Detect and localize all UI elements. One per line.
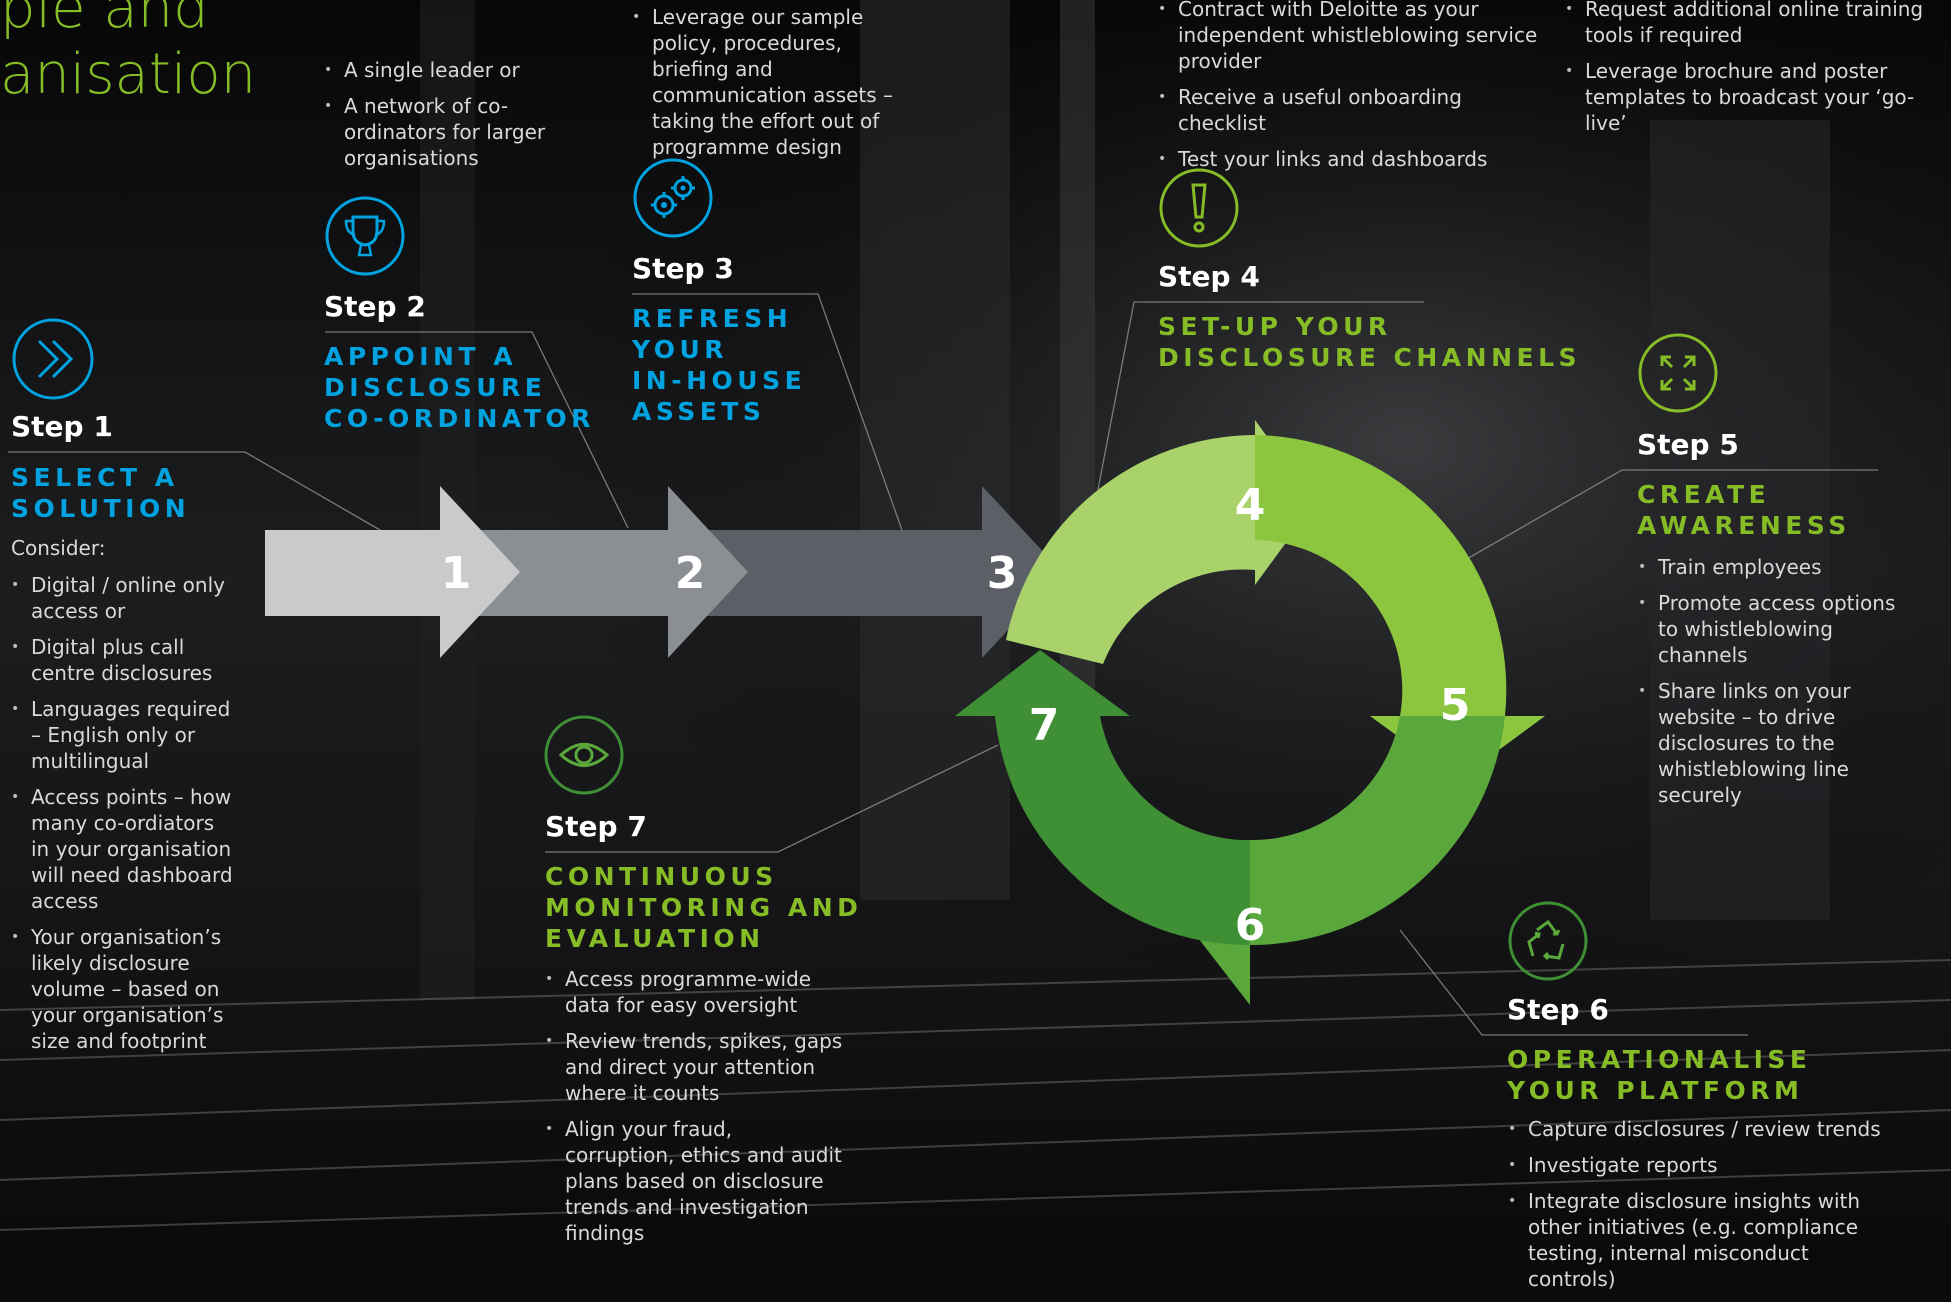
step4-bullets: Contract with Deloitte as your independe… (1158, 0, 1548, 182)
step1-label: Step 1 (11, 410, 113, 443)
step3-heading-line: YOUR (632, 335, 729, 364)
step3-heading-line: IN-HOUSE (632, 366, 807, 395)
page-title: ple and anisation (0, 0, 256, 108)
step1-heading-line: SOLUTION (11, 494, 191, 523)
page-title-line2: anisation (0, 42, 257, 107)
step5-bullets: Train employees Promote access options t… (1638, 554, 1908, 818)
list-item: Leverage brochure and poster templates t… (1565, 58, 1935, 136)
step1-heading: SELECT A SOLUTION (11, 462, 190, 524)
list-item: Request additional online training tools… (1565, 0, 1935, 48)
step1-intro: Consider: (11, 536, 106, 560)
list-item: Test your links and dashboards (1158, 146, 1548, 172)
list-item: Languages required – English only or mul… (11, 696, 236, 774)
step5-label: Step 5 (1637, 428, 1739, 461)
step2-heading-line: CO-ORDINATOR (324, 404, 595, 433)
list-item: Promote access options to whistleblowing… (1638, 590, 1908, 668)
step2-heading: APPOINT A DISCLOSURE CO-ORDINATOR (324, 341, 595, 434)
step4-label: Step 4 (1158, 260, 1260, 293)
double-chevron-icon (12, 318, 94, 400)
step3-bullets: Leverage our sample policy, procedures, … (632, 4, 912, 170)
list-item: Integrate disclosure insights with other… (1508, 1188, 1898, 1292)
step7-heading-line: MONITORING AND (545, 893, 863, 922)
list-item: Contract with Deloitte as your independe… (1158, 0, 1548, 74)
list-item: A network of co-ordinators for larger or… (324, 93, 554, 171)
step4-heading-line: SET-UP YOUR (1158, 312, 1392, 341)
step3-heading: REFRESH YOUR IN-HOUSE ASSETS (632, 303, 806, 427)
step6-heading-line: YOUR PLATFORM (1507, 1076, 1804, 1105)
step3-heading-line: ASSETS (632, 397, 766, 426)
list-item: A single leader or (324, 57, 554, 83)
list-item: Digital plus call centre disclosures (11, 634, 236, 686)
step3-label: Step 3 (632, 252, 734, 285)
step5-top-bullets: Request additional online training tools… (1565, 0, 1935, 146)
gears-icon (633, 158, 713, 238)
step5-heading-line: CREATE (1637, 480, 1771, 509)
list-item: Receive a useful onboarding checklist (1158, 84, 1548, 136)
step4-heading: SET-UP YOUR DISCLOSURE CHANNELS (1158, 311, 1581, 373)
step7-bullets: Access programme-wide data for easy over… (545, 966, 845, 1256)
step2-heading-line: DISCLOSURE (324, 373, 547, 402)
step3-heading-line: REFRESH (632, 304, 793, 333)
step6-bullets: Capture disclosures / review trends Inve… (1508, 1116, 1898, 1302)
expand-arrows-icon (1638, 333, 1718, 413)
trophy-icon (325, 196, 405, 276)
list-item: Leverage our sample policy, procedures, … (632, 4, 912, 160)
page-title-line1: ple and (0, 0, 209, 41)
step1-bullets: Digital / online only access or Digital … (11, 572, 236, 1064)
step7-heading: CONTINUOUS MONITORING AND EVALUATION (545, 861, 862, 954)
list-item: Your organisation’s likely disclosure vo… (11, 924, 236, 1054)
list-item: Investigate reports (1508, 1152, 1898, 1178)
step6-label: Step 6 (1507, 993, 1609, 1026)
step7-heading-line: EVALUATION (545, 924, 765, 953)
step4-heading-line: DISCLOSURE CHANNELS (1158, 343, 1582, 372)
list-item: Access points – how many co-ordiators in… (11, 784, 236, 914)
list-item: Digital / online only access or (11, 572, 236, 624)
list-item: Access programme-wide data for easy over… (545, 966, 845, 1018)
list-item: Share links on your website – to drive d… (1638, 678, 1908, 808)
step5-heading: CREATE AWARENESS (1637, 479, 1851, 541)
step7-heading-line: CONTINUOUS (545, 862, 778, 891)
recycle-icon (1508, 901, 1588, 981)
step1-heading-line: SELECT A (11, 463, 179, 492)
step5-heading-line: AWARENESS (1637, 511, 1851, 540)
eye-icon (544, 715, 624, 795)
list-item: Train employees (1638, 554, 1908, 580)
list-item: Capture disclosures / review trends (1508, 1116, 1898, 1142)
step2-bullets: A single leader or A network of co-ordin… (324, 57, 554, 181)
step6-heading-line: OPERATIONALISE (1507, 1045, 1812, 1074)
step7-label: Step 7 (545, 810, 647, 843)
step2-label: Step 2 (324, 290, 426, 323)
list-item: Align your fraud, corruption, ethics and… (545, 1116, 845, 1246)
step6-heading: OPERATIONALISE YOUR PLATFORM (1507, 1044, 1812, 1106)
list-item: Review trends, spikes, gaps and direct y… (545, 1028, 845, 1106)
step2-heading-line: APPOINT A (324, 342, 518, 371)
